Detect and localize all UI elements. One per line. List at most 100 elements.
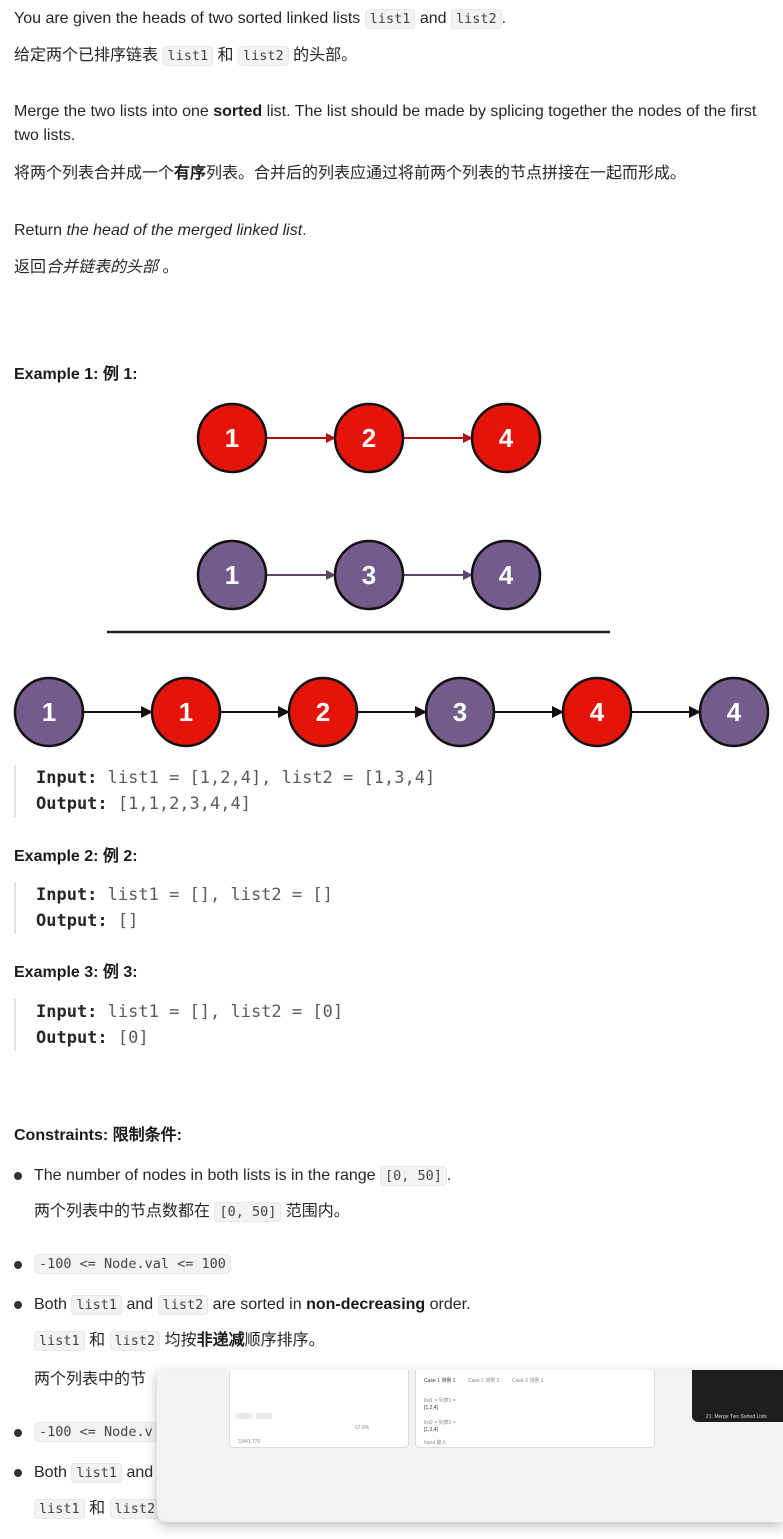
constraint-3-text: Both xyxy=(34,1296,72,1313)
overlay-tab-2[interactable]: Case 2 测例 2 xyxy=(468,1378,500,1384)
output-value: [1,1,2,3,4,4] xyxy=(107,794,251,814)
merged-node xyxy=(287,676,359,748)
overlay-input-label: Input 输入 xyxy=(424,1440,447,1446)
code-range: [0, 50] xyxy=(379,1166,447,1186)
code-list1-dup: list1 xyxy=(71,1463,122,1483)
return-zh-italic: 合并链表的头部 xyxy=(46,259,159,276)
example-3-title: Example 3: 例 3: xyxy=(14,964,138,981)
merge-en-post: list. The list should be made by splicin… xyxy=(14,103,757,144)
bullet-4 xyxy=(14,1429,22,1437)
dup-zh-line: 两个列表中的节 xyxy=(34,1371,147,1388)
output-label: Output: xyxy=(36,794,108,814)
code-list2-dup: list2 xyxy=(109,1499,161,1519)
example-1-output-line: Output: [1,1,2,3,4,4] xyxy=(36,791,714,817)
return-en-italic: the head of the merged linked list xyxy=(66,222,303,239)
list2-node-label: 4 xyxy=(499,560,514,590)
intro-end: . xyxy=(501,10,507,27)
list2-node xyxy=(470,539,542,611)
constraint-2: -100 <= Node.val <= 100 xyxy=(34,1252,231,1276)
dup-en-line: Both list1 and xyxy=(34,1461,153,1485)
constraints-title: Constraints: 限制条件: xyxy=(14,1127,183,1144)
bullet-1 xyxy=(14,1172,22,1180)
merged-node-label: 4 xyxy=(727,697,742,727)
constraint-1-zh: 两个列表中的节点数都在 [0, 50] 范围内。 xyxy=(34,1200,350,1224)
constraint-1-zh-text: 两个列表中的节点数都在 xyxy=(34,1203,215,1220)
code-node-val: -100 <= Node.val <= 100 xyxy=(34,1254,231,1274)
overlay-count: 3,841,770 xyxy=(238,1439,261,1445)
example-1-input-line: Input: list1 = [1,2,4], list2 = [1,3,4] xyxy=(36,765,714,791)
code-list2-zh: list2 xyxy=(238,46,289,66)
constraint-3-zh-and: 和 xyxy=(84,1332,110,1349)
code-list1-dup2: list1 xyxy=(34,1499,85,1519)
intro-zh-end: 的头部。 xyxy=(288,47,358,64)
dup-code-line: -100 <= Node.v xyxy=(34,1420,158,1444)
overlay-tab-3[interactable]: Case 3 测例 3 xyxy=(512,1378,544,1384)
constraint-3-bold: non-decreasing xyxy=(306,1296,426,1313)
merge-zh-bold: 有序 xyxy=(174,165,207,182)
constraint-3-and: and xyxy=(122,1296,158,1313)
code-list1-c3-zh: list1 xyxy=(34,1331,85,1351)
list1-node xyxy=(470,402,542,474)
merged-node-label: 1 xyxy=(179,697,193,727)
return-zh: 返回合并链表的头部 。 xyxy=(14,256,178,280)
merged-node xyxy=(561,676,633,748)
overlay-list2-value: [1,3,4] xyxy=(424,1427,438,1433)
list1-node xyxy=(333,402,405,474)
overlay-percent: 67.6% xyxy=(355,1425,370,1431)
list2-node xyxy=(196,539,268,611)
input-value: list1 = [], list2 = [0] xyxy=(97,1002,344,1022)
intro-zh-and: 和 xyxy=(213,47,238,64)
overlay-tag xyxy=(236,1413,252,1419)
intro-en-text: You are given the heads of two sorted li… xyxy=(14,10,365,27)
intro-zh-text: 给定两个已排序链表 xyxy=(14,47,163,64)
code-range-zh: [0, 50] xyxy=(214,1202,282,1222)
code-list1-zh: list1 xyxy=(162,46,214,66)
code-list1-c3: list1 xyxy=(71,1295,122,1315)
merged-node-label: 3 xyxy=(453,697,467,727)
merged-node-label: 2 xyxy=(316,697,330,727)
constraint-3-end: order. xyxy=(425,1296,471,1313)
list2-node xyxy=(333,539,405,611)
example-1-title: Example 1: 例 1: xyxy=(14,366,138,383)
return-en-text: Return xyxy=(14,222,67,239)
constraint-1-end: . xyxy=(446,1167,452,1184)
intro-en: You are given the heads of two sorted li… xyxy=(14,7,506,31)
merge-en: Merge the two lists into one sorted list… xyxy=(14,100,776,148)
overlay-list2-label: list2 = 列表2 = xyxy=(424,1420,456,1426)
constraint-3-mid: are sorted in xyxy=(208,1296,307,1313)
input-value: list1 = [], list2 = [] xyxy=(97,885,333,905)
example-2-block: Input: list1 = [], list2 = [] Output: [] xyxy=(14,882,714,934)
code-list2-c3-zh: list2 xyxy=(109,1331,161,1351)
constraint-3-zh-bold: 非递减 xyxy=(196,1332,245,1349)
overlay-file-tree: 21. Merge Two Sorted Lists xyxy=(692,1370,783,1422)
list2-node-label: 1 xyxy=(225,560,239,590)
return-en: Return the head of the merged linked lis… xyxy=(14,219,307,243)
constraint-1-text: The number of nodes in both lists is in … xyxy=(34,1167,380,1184)
overlay-list1-label: list1 = 列表1 = xyxy=(424,1398,456,1404)
merged-node xyxy=(424,676,496,748)
constraint-3-zh: list1 和 list2 均按非递减顺序排序。 xyxy=(34,1329,325,1353)
constraint-1-en: The number of nodes in both lists is in … xyxy=(34,1164,451,1188)
bullet-2 xyxy=(14,1261,22,1269)
code-node-val-dup: -100 <= Node.v xyxy=(34,1422,158,1442)
merged-node xyxy=(150,676,222,748)
merge-en-text: Merge the two lists into one xyxy=(14,103,214,120)
bullet-5 xyxy=(14,1469,22,1477)
return-zh-text: 返回 xyxy=(14,259,47,276)
overlay-screenshot[interactable]: 3,841,770 67.6% Case 1 测例 1 Case 2 测例 2 … xyxy=(157,1370,783,1522)
merged-node-label: 4 xyxy=(590,697,605,727)
input-label: Input: xyxy=(36,768,98,788)
output-label: Output: xyxy=(36,1028,108,1048)
example-1-block: Input: list1 = [1,2,4], list2 = [1,3,4] … xyxy=(14,765,714,817)
overlay-merge-item[interactable]: 21. Merge Two Sorted Lists xyxy=(706,1414,767,1420)
output-label: Output: xyxy=(36,911,108,931)
constraint-3-en: Both list1 and list2 are sorted in non-d… xyxy=(34,1293,471,1317)
list2-node-label: 3 xyxy=(362,560,376,590)
input-label: Input: xyxy=(36,885,98,905)
merged-node-label: 1 xyxy=(42,697,56,727)
overlay-tab-1[interactable]: Case 1 测例 1 xyxy=(424,1378,456,1384)
dup-and: and xyxy=(122,1464,154,1481)
constraint-1-zh-end: 范围内。 xyxy=(281,1203,350,1220)
dup-en-text: Both xyxy=(34,1464,72,1481)
